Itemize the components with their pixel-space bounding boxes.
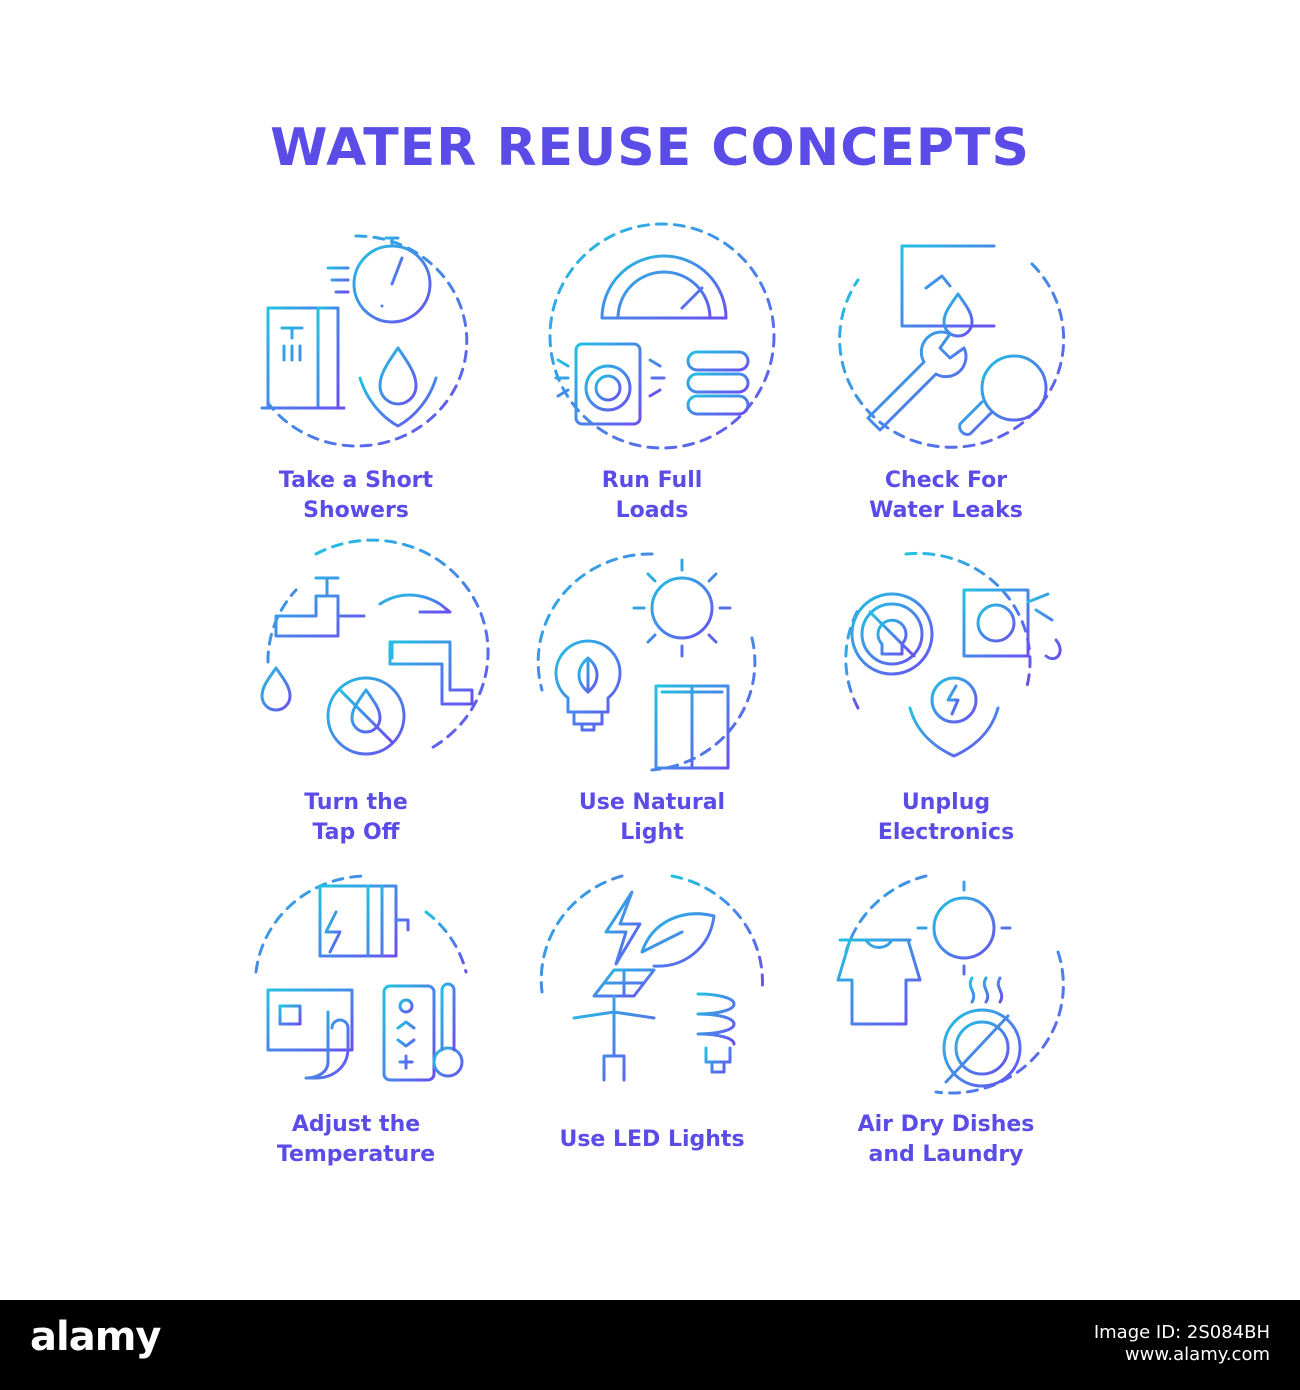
washing-machine-icon [548, 222, 776, 450]
led-solar-lamp-icon [539, 874, 764, 1082]
page-title: WATER REUSE CONCEPTS [270, 118, 1030, 178]
sun-dishes-laundry-icon [836, 874, 1065, 1095]
shower-stopwatch-icon [260, 234, 469, 448]
concept-tile-led-lights: Use LED Lights [502, 872, 802, 1182]
tap-off-icon [260, 538, 490, 756]
concept-label: Use LED Lights [559, 1127, 745, 1152]
brand-logo: alamy [30, 1314, 161, 1360]
thermostat-icon [254, 874, 468, 1082]
image-id: Image ID: 2S084BH www.alamy.com [1093, 1322, 1270, 1365]
watermark-footer: alamy Image ID: 2S084BH www.alamy.com [0, 1300, 1300, 1390]
plug-socket-icon [844, 551, 1062, 758]
sun-window-bulb-icon [536, 552, 757, 772]
leak-wrench-magnifier-icon [838, 244, 1066, 449]
